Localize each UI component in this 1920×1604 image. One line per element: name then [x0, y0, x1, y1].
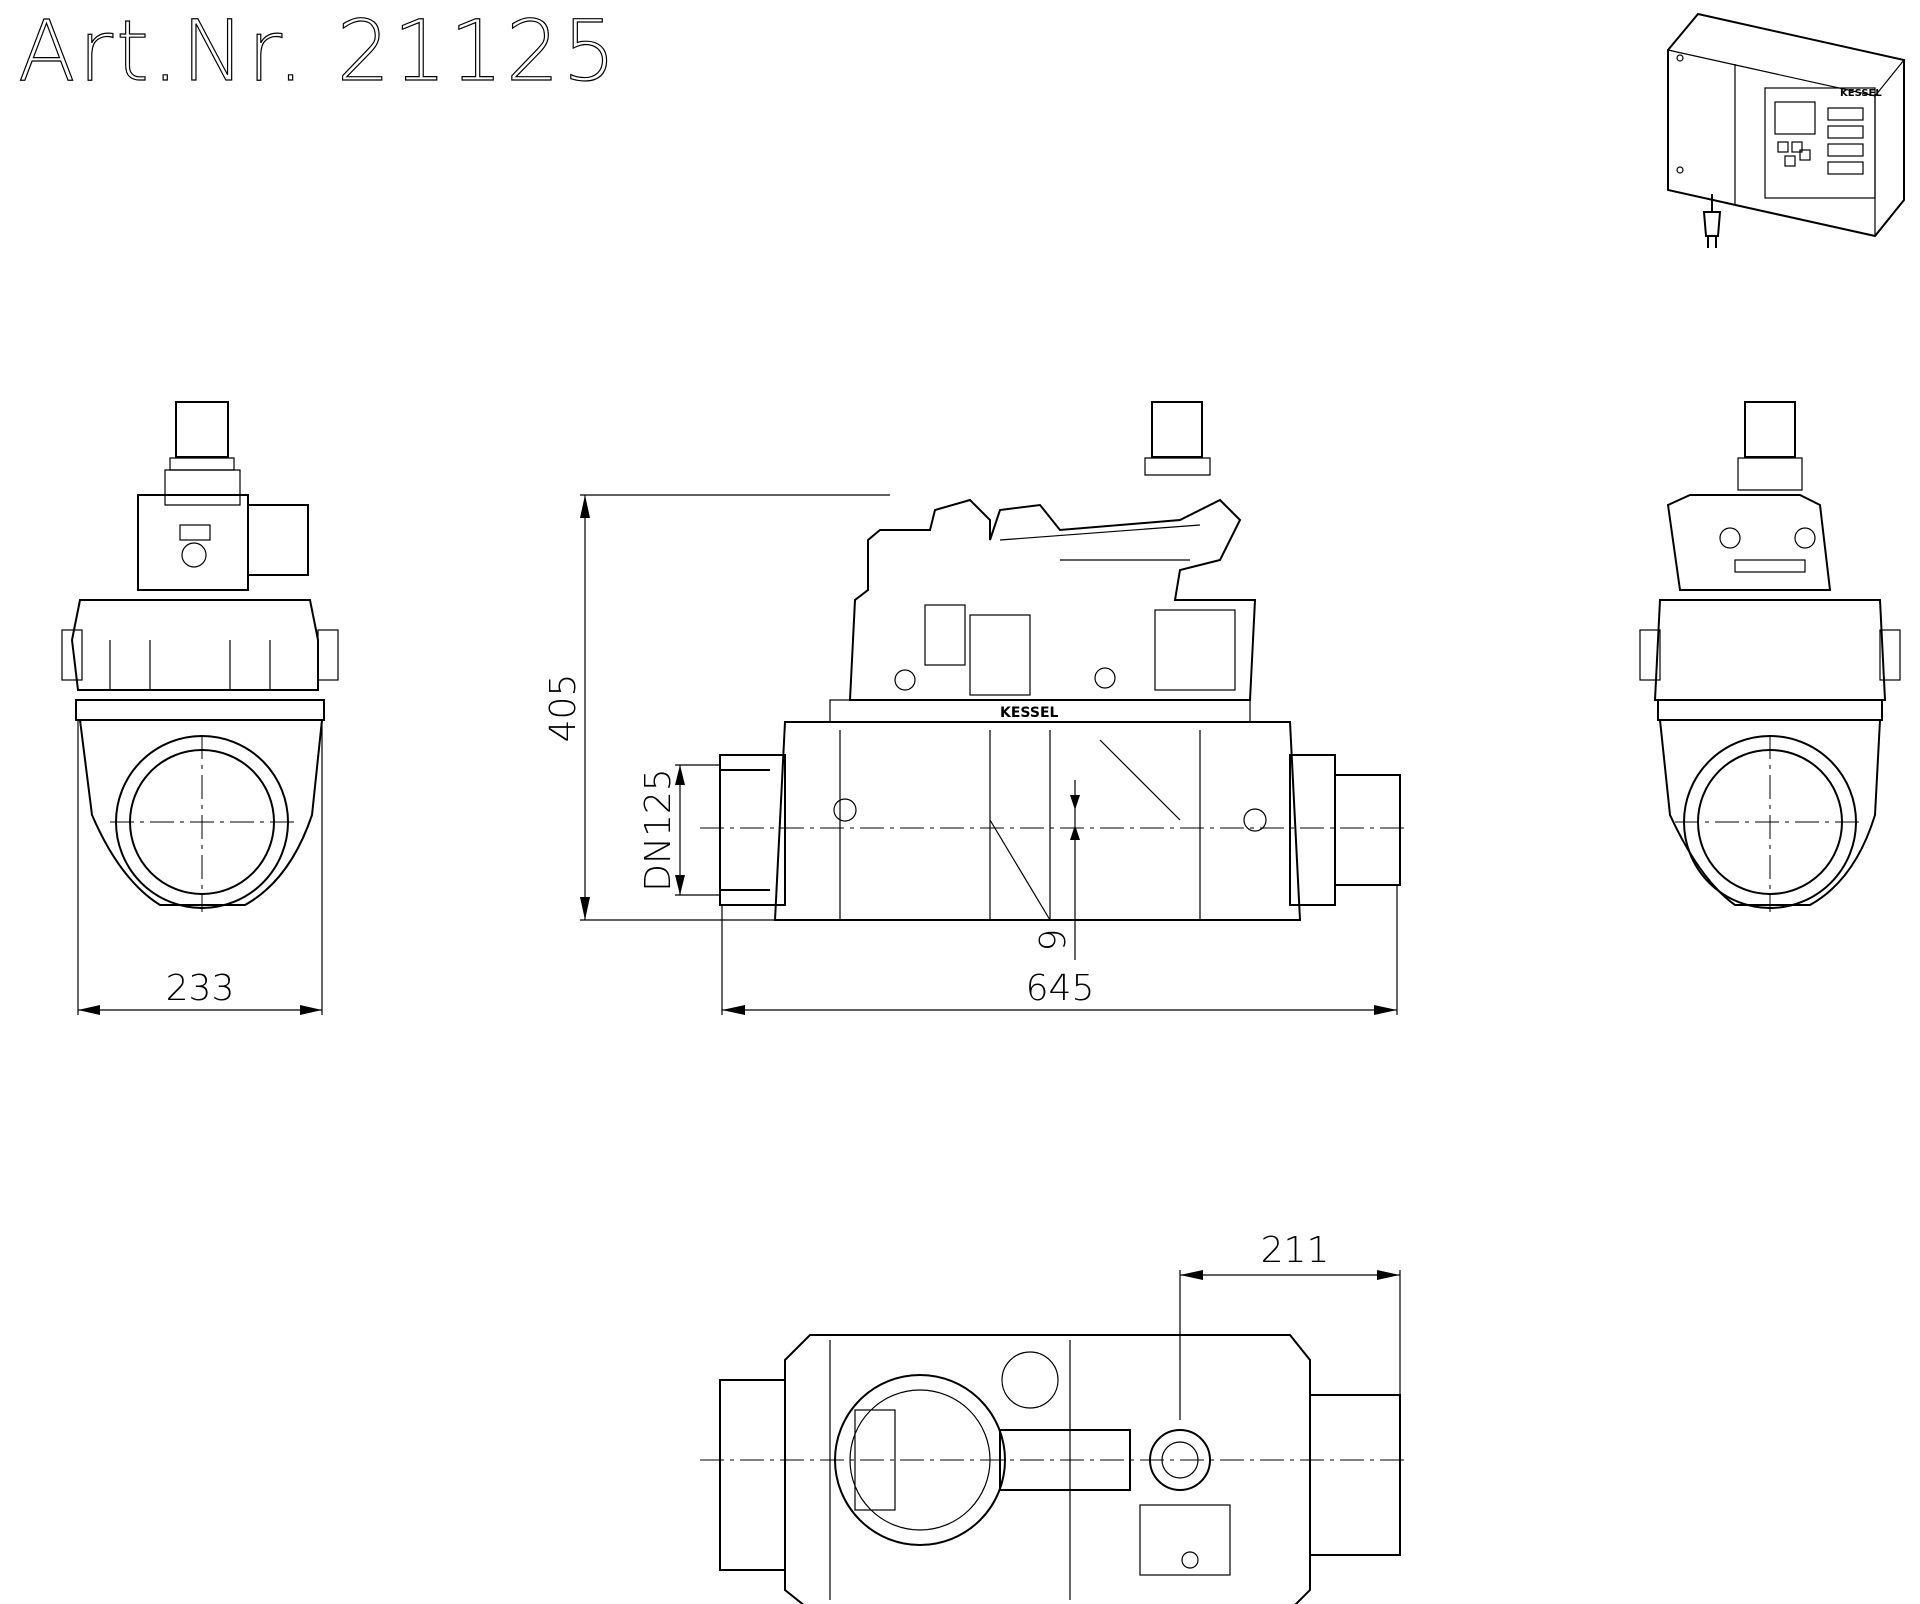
control-unit-illustration: KESSEL [1667, 12, 1905, 248]
dim-405: 405 [543, 674, 584, 743]
back-view [1639, 401, 1901, 912]
dim-645: 645 [1026, 968, 1095, 1009]
dim-211: 211 [1261, 1230, 1330, 1271]
control-unit-logo: KESSEL [1840, 88, 1882, 99]
article-number-title: Art.Nr. 21125 [17, 1, 619, 100]
dim-233: 233 [166, 968, 235, 1009]
dim-dn125: DN125 [638, 768, 679, 891]
side-view: KESSEL 405 DN125 9 645 [543, 401, 1410, 1015]
top-view: 211 [700, 1230, 1410, 1604]
front-view: 233 [61, 401, 339, 1015]
dim-9: 9 [1033, 929, 1074, 952]
side-logo: KESSEL [1000, 705, 1059, 721]
